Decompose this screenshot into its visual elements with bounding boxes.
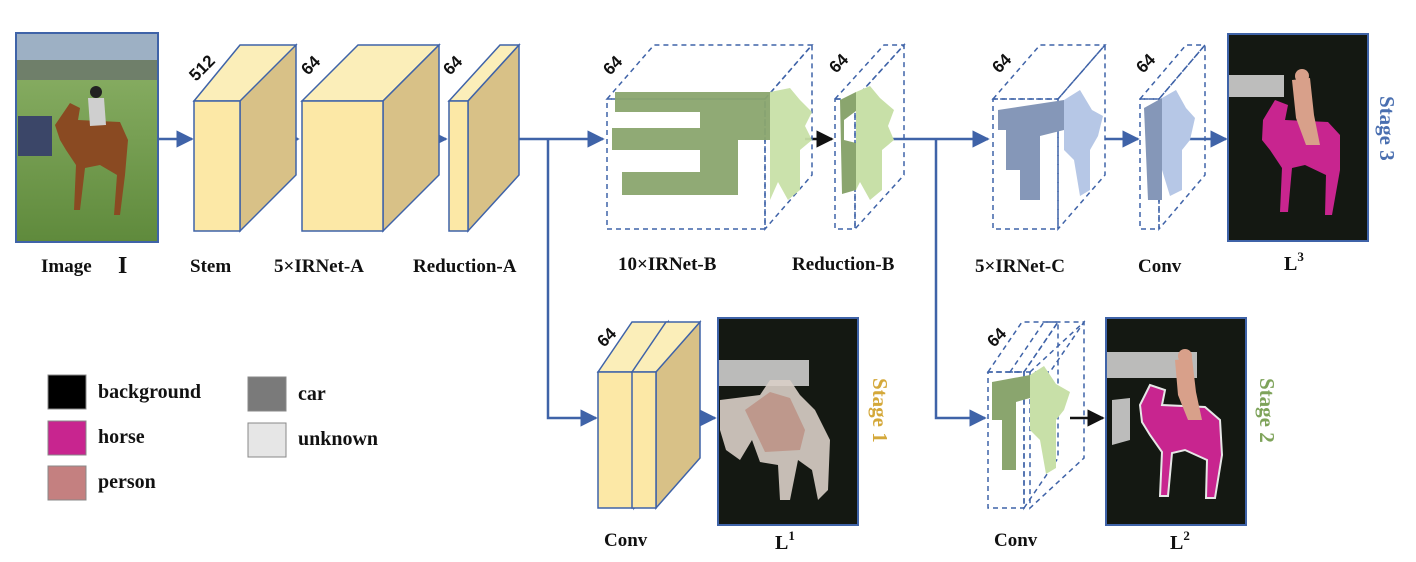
legend-item-person: person — [47, 465, 156, 501]
irnet-b-block — [605, 42, 814, 232]
output-l2-label: L2 — [1170, 528, 1190, 554]
arrow-branch-stage2 — [934, 139, 987, 427]
legend-item-background: background — [47, 374, 201, 410]
output-l1-image — [717, 317, 859, 526]
legend-swatch-background — [47, 374, 87, 410]
irnet-c-block — [991, 42, 1107, 232]
legend-label-person: person — [98, 471, 156, 493]
conv1-label: Conv — [604, 530, 648, 551]
legend-swatch-person — [47, 465, 87, 501]
stage3-label: Stage 3 — [1375, 96, 1399, 161]
conv3-channels: 64 — [1132, 50, 1159, 77]
reduction-b-label: Reduction-B — [792, 254, 895, 275]
stage1-label: Stage 1 — [868, 378, 892, 443]
main-flow-arrows — [158, 130, 1228, 427]
legend-swatch-unknown — [247, 422, 287, 458]
input-label-text: Image — [41, 256, 92, 277]
stage2-label: Stage 2 — [1255, 378, 1279, 443]
reduction-a-channels: 64 — [439, 52, 466, 79]
output-l1-label: L1 — [775, 528, 795, 554]
irnet-a-label: 5×IRNet-A — [274, 256, 364, 277]
legend-label-horse: horse — [98, 426, 145, 448]
output-l2-image — [1105, 317, 1247, 526]
legend-item-unknown: unknown — [247, 422, 378, 458]
input-label: Image I — [41, 253, 127, 279]
stem-block — [192, 43, 298, 233]
conv2-label: Conv — [994, 530, 1038, 551]
conv2-channels: 64 — [983, 324, 1010, 351]
irnet-c-label: 5×IRNet-C — [975, 256, 1065, 277]
output-l3-image — [1227, 33, 1369, 242]
legend: background horse person car unknown — [47, 374, 378, 501]
conv1-block — [596, 319, 702, 511]
irnet-b-label: 10×IRNet-B — [618, 254, 717, 275]
input-image — [15, 32, 159, 243]
reduction-b-channels: 64 — [825, 50, 852, 77]
legend-item-horse: horse — [47, 420, 145, 456]
arrow-branch-stage1 — [546, 139, 598, 427]
conv3-label: Conv — [1138, 256, 1182, 277]
irnet-b-channels: 64 — [599, 52, 626, 79]
legend-swatch-horse — [47, 420, 87, 456]
reduction-b-block — [833, 43, 906, 231]
legend-label-background: background — [98, 381, 201, 403]
irnet-c-channels: 64 — [988, 50, 1015, 77]
stem-label: Stem — [190, 256, 231, 277]
output-l3-label: L3 — [1284, 249, 1304, 275]
legend-label-car: car — [298, 383, 326, 405]
reduction-a-label: Reduction-A — [413, 256, 517, 277]
irnet-a-channels: 64 — [297, 52, 324, 79]
legend-swatch-car — [247, 376, 287, 412]
conv3-block — [1138, 42, 1207, 232]
legend-label-unknown: unknown — [298, 428, 378, 450]
reduction-a-block — [447, 43, 521, 233]
legend-item-car: car — [247, 376, 326, 412]
conv2-block — [986, 319, 1086, 511]
input-label-symbol: I — [118, 253, 127, 279]
irnet-a-block — [300, 43, 441, 233]
